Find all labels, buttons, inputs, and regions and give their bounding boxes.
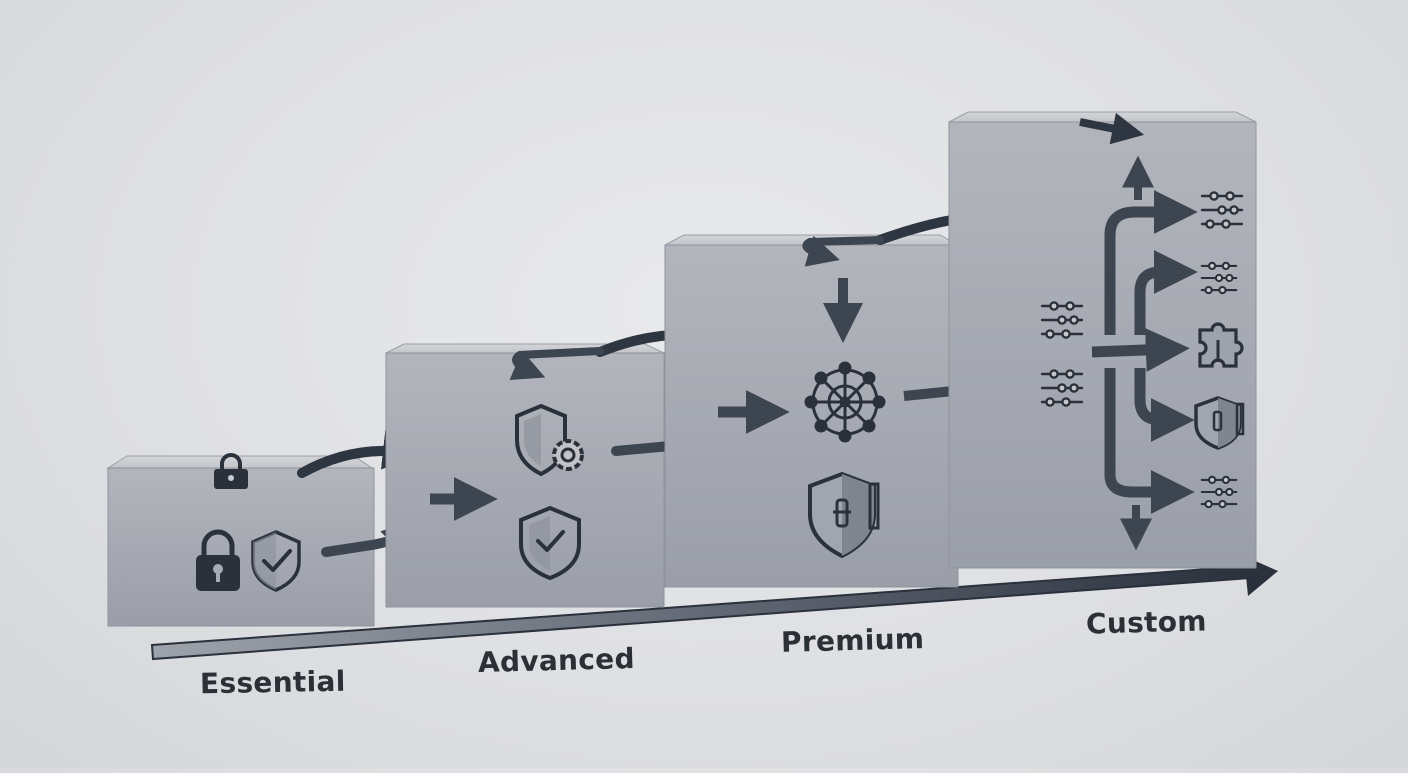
flow-arrow (1079, 112, 1198, 551)
shield-gear-icon (515, 403, 584, 477)
shield-firewall-icon (808, 471, 880, 559)
shield-check-icon (519, 505, 581, 581)
padlock-icon (196, 529, 240, 591)
puzzle-icon (1198, 322, 1244, 368)
padlock-icon (214, 453, 248, 489)
premium-box (664, 234, 960, 588)
shield-firewall-icon (1194, 396, 1245, 450)
advanced-box (385, 343, 665, 608)
tier-label-custom: Custom (1085, 604, 1208, 641)
network-node-icon (804, 361, 886, 443)
shield-check-icon (251, 530, 301, 592)
tier-label-advanced: Advanced (477, 641, 636, 680)
tier-label-premium: Premium (780, 622, 925, 659)
tier-label-essential: Essential (199, 664, 346, 701)
